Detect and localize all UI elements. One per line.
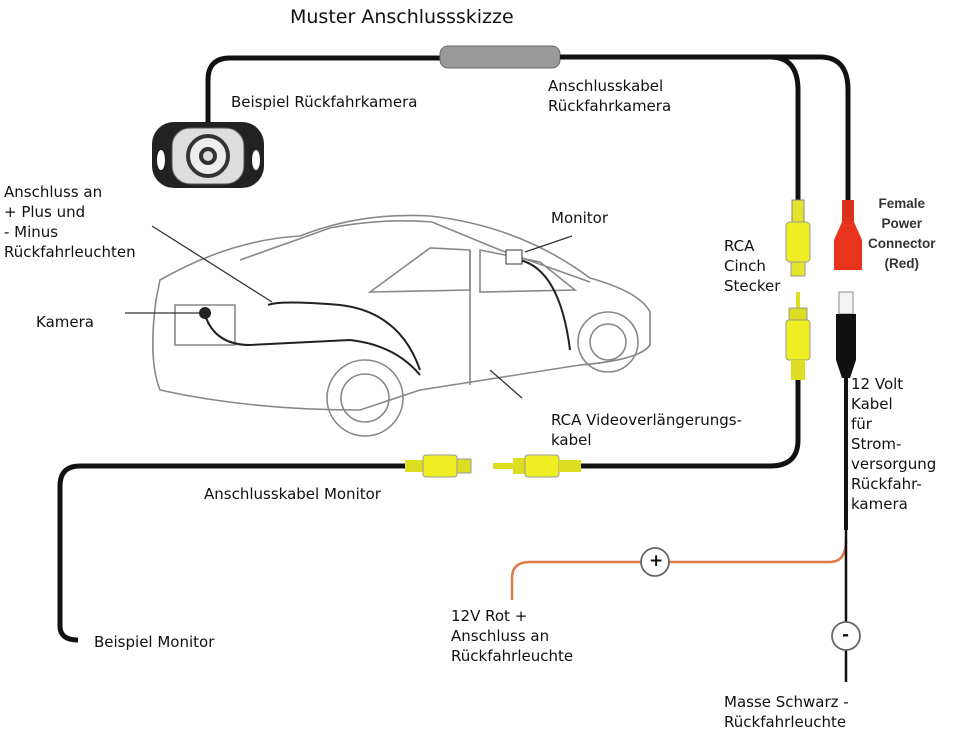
label-monitor-example: Beispiel Monitor bbox=[94, 633, 215, 651]
minus-symbol-circle bbox=[831, 621, 861, 651]
plus-symbol-circle bbox=[640, 547, 670, 577]
rca-extension-male bbox=[493, 454, 581, 478]
label-monitor: Monitor bbox=[551, 209, 609, 227]
rca-female-yellow bbox=[785, 199, 811, 277]
label-camera-cable: Anschlusskabel Rückfahrkamera bbox=[548, 77, 672, 115]
red-wire bbox=[510, 539, 848, 600]
car-wiring bbox=[204, 314, 421, 376]
camera-cable bbox=[205, 55, 440, 130]
monitor-wiring bbox=[519, 259, 571, 351]
cable-joint bbox=[439, 45, 561, 69]
label-camera-example: Beispiel Rückfahrkamera bbox=[231, 93, 418, 111]
car-illustration bbox=[152, 214, 651, 437]
label-monitor-cable: Anschlusskabel Monitor bbox=[204, 485, 381, 503]
video-cable bbox=[560, 54, 801, 200]
label-ground: Masse Schwarz - Rückfahrleuchte bbox=[724, 693, 849, 731]
camera-mount-icon bbox=[199, 307, 211, 319]
diagram-title: Muster Anschlussskizze bbox=[290, 6, 514, 28]
rca-male-yellow bbox=[785, 292, 811, 380]
label-female-power: Female Power Connector (Red) bbox=[868, 196, 936, 271]
label-plus-minus: Anschluss an + Plus und - Minus Rückfahr… bbox=[4, 183, 136, 261]
monitor-icon bbox=[505, 249, 523, 265]
label-camera: Kamera bbox=[36, 313, 94, 331]
label-power-cable: 12 Volt Kabel für Strom- versorgung Rück… bbox=[851, 375, 937, 513]
minus-icon: - bbox=[842, 625, 850, 645]
rca-extension-cable bbox=[580, 380, 801, 469]
camera-icon bbox=[152, 122, 264, 188]
power-plug-black bbox=[836, 291, 856, 378]
label-rca: RCA Cinch Stecker bbox=[724, 237, 781, 295]
label-rca-extension: RCA Videoverlängerungs- kabel bbox=[551, 411, 743, 449]
power-connector-red bbox=[834, 200, 862, 270]
leader-lines bbox=[125, 225, 573, 399]
label-red-plus: 12V Rot + Anschluss an Rückfahrleuchte bbox=[451, 607, 574, 665]
camera-cable-right bbox=[560, 54, 851, 200]
monitor-cable bbox=[57, 463, 405, 643]
car-wiring-upper bbox=[267, 301, 421, 371]
rca-monitor-female bbox=[405, 454, 472, 478]
plus-icon: + bbox=[649, 551, 664, 571]
